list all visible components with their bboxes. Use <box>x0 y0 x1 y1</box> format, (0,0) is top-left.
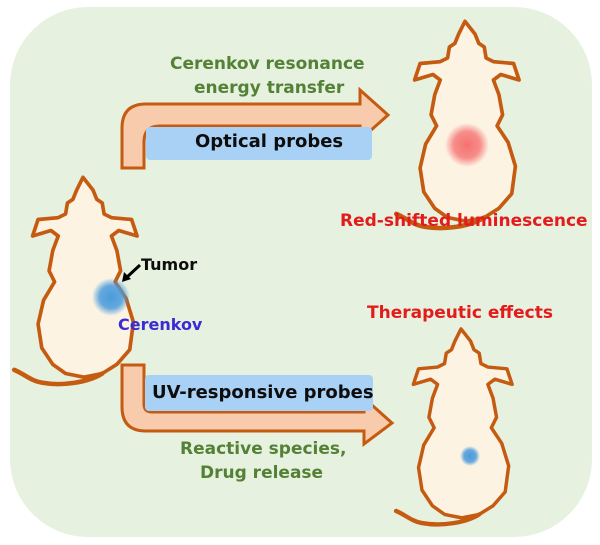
therapy-mouse-illustration <box>396 329 512 524</box>
luminescence-mouse-illustration <box>396 21 519 228</box>
optical-probes-box <box>146 127 372 160</box>
uv-probes-box <box>145 375 373 411</box>
cerenkov-label: Cerenkov <box>118 315 203 334</box>
cret-label-line1: Cerenkov resonance <box>170 54 365 74</box>
red-luminescence-glow <box>445 123 489 167</box>
therapeutic-effects-label: Therapeutic effects <box>367 303 553 323</box>
red-shifted-luminescence-label: Red-shifted luminescence <box>340 211 588 231</box>
tumor-cerenkov-glow <box>92 278 130 316</box>
uv-responsive-probes-label: UV-responsive probes <box>152 382 374 403</box>
drug-release-label: Drug release <box>200 463 324 483</box>
bottom-arrow <box>120 363 395 447</box>
source-mouse-illustration <box>14 177 142 384</box>
optical-probes-label: Optical probes <box>195 131 344 152</box>
cret-label-line2: energy transfer <box>194 78 345 98</box>
tumor-pointer-arrow <box>124 263 142 280</box>
top-arrow <box>120 86 391 170</box>
small-tumor-glow <box>460 446 480 466</box>
tumor-label: Tumor <box>141 255 198 274</box>
reactive-species-label: Reactive species, <box>180 439 347 459</box>
